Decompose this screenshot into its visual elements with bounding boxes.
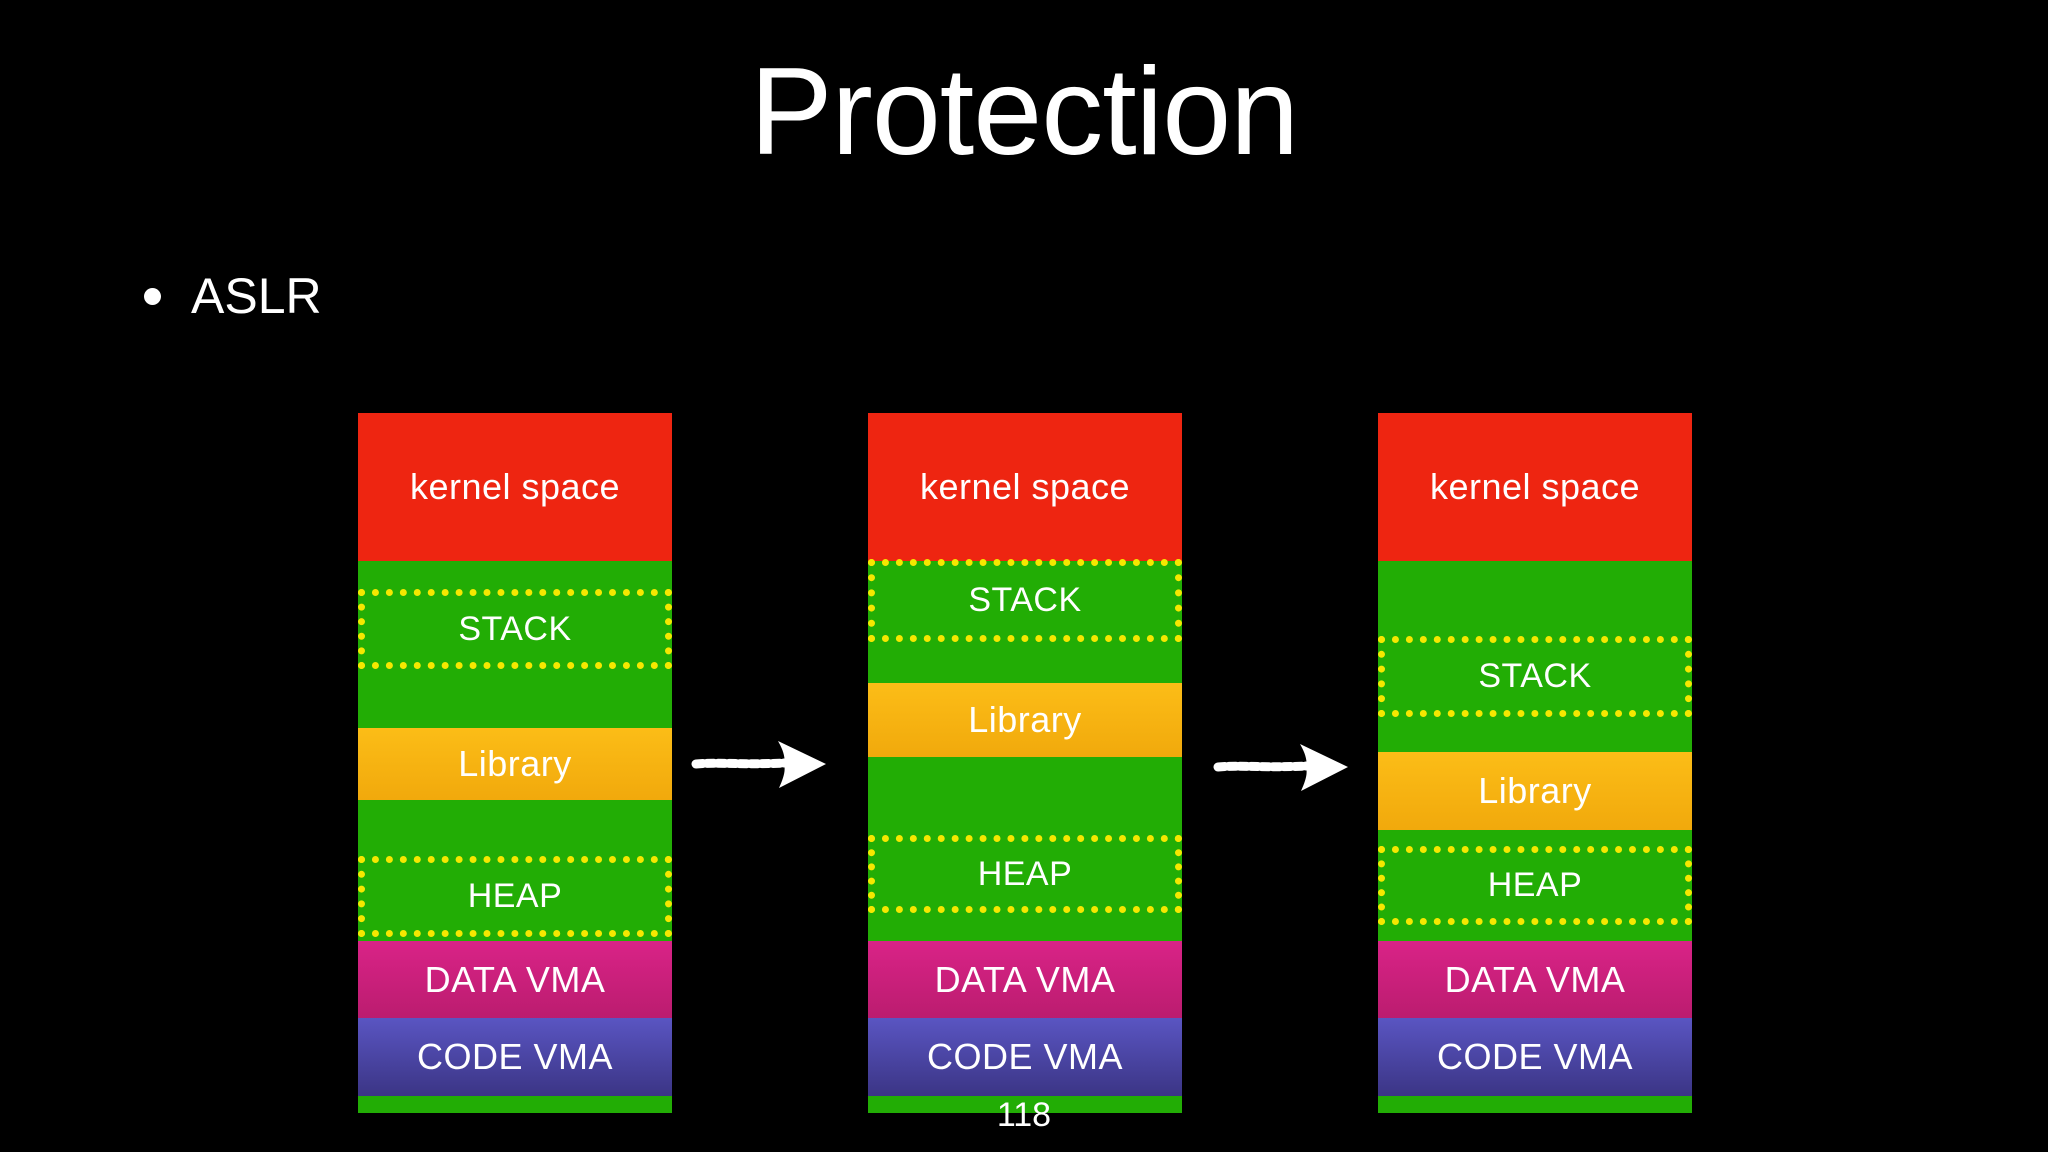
data-vma-block: DATA VMA (868, 941, 1182, 1018)
stack-label: STACK (1478, 657, 1592, 695)
library-block: Library (358, 728, 672, 800)
stack-region: STACK (868, 559, 1182, 642)
library-label: Library (458, 743, 572, 784)
stack-region: STACK (358, 589, 672, 669)
bullet-text: ASLR (191, 268, 322, 324)
heap-region: HEAP (358, 856, 672, 937)
kernel-space-label: kernel space (919, 466, 1131, 507)
kernel-space-label: kernel space (409, 466, 621, 507)
kernel-space-label: kernel space (1429, 466, 1641, 507)
data-vma-block: DATA VMA (358, 941, 672, 1018)
library-label: Library (968, 699, 1082, 740)
arrow-right-icon (1213, 744, 1348, 791)
heap-label: HEAP (1487, 866, 1583, 904)
memory-map-2: kernel space STACK Library HEAP DATA VMA… (868, 413, 1182, 1113)
code-vma-block: CODE VMA (868, 1018, 1182, 1096)
page-number: 118 (996, 1096, 1052, 1134)
data-vma-label: DATA VMA (1444, 958, 1626, 1000)
code-vma-block: CODE VMA (1378, 1018, 1692, 1096)
library-block: Library (1378, 752, 1692, 830)
kernel-space-block: kernel space (1378, 413, 1692, 561)
library-label: Library (1478, 770, 1592, 811)
kernel-space-block: kernel space (358, 413, 672, 561)
data-vma-label: DATA VMA (424, 958, 606, 1000)
bullet-item-aslr: ASLR (144, 268, 322, 326)
bullet-dot (144, 288, 161, 306)
data-vma-block: DATA VMA (1378, 941, 1692, 1018)
memory-map-3: kernel space STACK Library HEAP DATA VMA… (1378, 413, 1692, 1113)
heap-region: HEAP (1378, 846, 1692, 925)
code-vma-label: CODE VMA (926, 1036, 1124, 1077)
heap-region: HEAP (868, 835, 1182, 913)
heap-label: HEAP (467, 877, 563, 915)
stack-region: STACK (1378, 636, 1692, 717)
library-block: Library (868, 683, 1182, 757)
code-vma-label: CODE VMA (416, 1036, 614, 1077)
kernel-space-block: kernel space (868, 413, 1182, 561)
memory-map-1: kernel space STACK Library HEAP DATA VMA… (358, 413, 672, 1113)
code-vma-block: CODE VMA (358, 1018, 672, 1096)
code-vma-label: CODE VMA (1436, 1036, 1634, 1077)
stack-label: STACK (968, 581, 1082, 619)
heap-label: HEAP (977, 854, 1073, 893)
stack-label: STACK (458, 609, 572, 648)
arrow-right-icon (691, 741, 826, 788)
slide-title: Protection (749, 43, 1299, 181)
data-vma-label: DATA VMA (934, 958, 1116, 1000)
